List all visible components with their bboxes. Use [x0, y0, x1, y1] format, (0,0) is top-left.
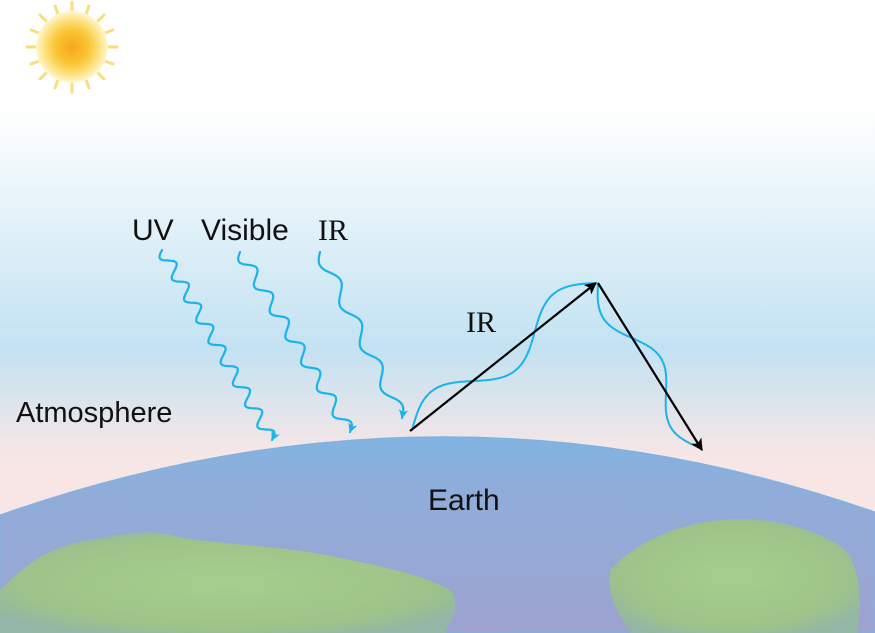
ir-downward-arrow [597, 282, 703, 452]
uv-label: UV [132, 214, 174, 247]
visible-label: Visible [201, 214, 289, 247]
ir-reflection-path [409, 282, 703, 452]
atmosphere-label: Atmosphere [16, 397, 173, 429]
left-landmass [0, 532, 456, 633]
ir-down-wave [596, 282, 701, 449]
ir-incoming-label: IR [318, 214, 348, 247]
visible-wave-arrow [237, 250, 358, 434]
ir-up-wave [411, 282, 597, 431]
uv-wave-arrow [158, 248, 280, 442]
earth-label: Earth [428, 484, 500, 517]
right-landmass [609, 519, 860, 633]
ir-incoming-wave-arrow [317, 250, 409, 420]
sun-icon [25, 0, 119, 94]
ir-reflected-label: IR [466, 306, 496, 339]
ir-upward-arrow [409, 282, 597, 432]
